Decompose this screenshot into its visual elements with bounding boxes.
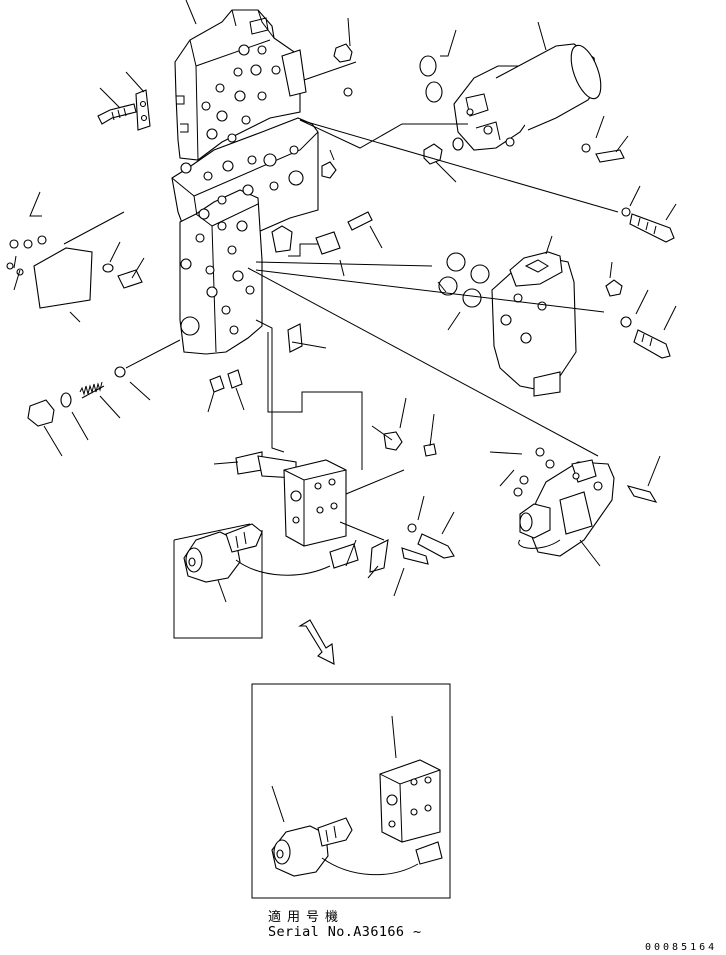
pressure-valve	[492, 252, 576, 396]
plug-lower	[28, 400, 54, 426]
bolt-left	[118, 270, 142, 288]
bolt-long	[630, 214, 674, 242]
o-ring	[426, 82, 442, 102]
washer-motor	[453, 138, 463, 150]
drawing-number: 00085164	[645, 942, 718, 953]
bolt-clamp	[348, 212, 372, 230]
washer-right	[621, 317, 631, 327]
o-ring-lower	[61, 393, 71, 407]
exploded-parts	[7, 42, 674, 898]
plug-mid	[384, 432, 402, 450]
sensor-bracket	[236, 452, 262, 474]
o-ring-set-left	[7, 236, 46, 275]
spring	[80, 382, 104, 398]
plug-top	[334, 44, 352, 62]
clamp	[316, 232, 340, 254]
inset-frame	[252, 684, 450, 898]
washer-left	[103, 264, 113, 272]
o-ring-set-right	[439, 253, 489, 307]
plug-bottom	[228, 370, 242, 388]
bolt-lower-right	[628, 486, 656, 502]
applicable-serial-label: 適用号機	[268, 910, 345, 925]
o-ring-set-lower-right	[514, 448, 554, 496]
washer-motor	[622, 208, 630, 216]
inset-solenoid-block	[380, 760, 440, 842]
washer-mid	[408, 524, 416, 532]
plug-bottom	[210, 376, 224, 392]
washer-motor	[582, 144, 590, 152]
bolt-motor	[596, 150, 624, 162]
bolt-mid	[402, 548, 428, 564]
serial-number-label: Serial No.A36166 ~	[268, 924, 422, 940]
inset-solenoid-coil	[272, 818, 442, 876]
bracket-mid	[370, 540, 388, 572]
leader-lines	[14, 0, 676, 822]
bolt-top-left	[98, 104, 136, 124]
bolt-motor	[424, 144, 442, 164]
bracket-top-left	[136, 90, 150, 130]
solenoid-block	[284, 460, 346, 546]
gasket-small	[288, 324, 302, 352]
ball	[115, 367, 125, 377]
washer-top	[344, 88, 352, 96]
gasket-plate	[34, 248, 92, 308]
solenoid-valve-assembly	[519, 460, 614, 556]
solenoid-motor	[454, 42, 607, 150]
o-ring	[420, 56, 436, 76]
plug-small	[322, 162, 336, 178]
bolt-right	[634, 330, 670, 358]
plug-right	[606, 280, 622, 296]
valve-ports	[181, 45, 303, 335]
transition-arrow	[300, 620, 334, 664]
sensor-cap	[272, 226, 292, 252]
bracket-top-right	[282, 50, 306, 96]
control-valve-body	[172, 10, 318, 354]
solenoid-coil	[184, 524, 358, 582]
bolt-mid	[418, 534, 454, 558]
